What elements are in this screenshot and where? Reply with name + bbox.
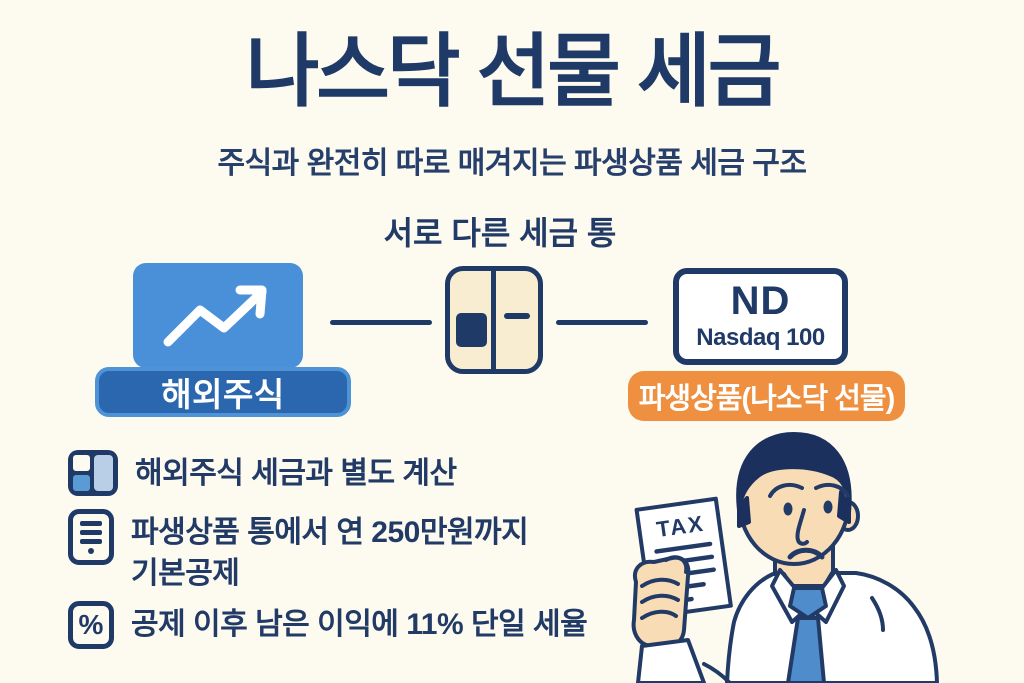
bullet-text: 공제 이후 남은 이익에 11% 단일 세율 (131, 608, 588, 641)
thumb (664, 555, 689, 574)
percent-icon: % (68, 601, 114, 649)
overseas-stock-label: 해외주식 (95, 367, 351, 417)
page-title: 나스닥 선물 세금 (245, 27, 782, 116)
bullet-item-separate-tax: 해외주식 세금과 별도 계산 (68, 450, 457, 496)
sideburn-right (837, 490, 851, 524)
bin-left-fill (456, 313, 487, 347)
layout-grid-icon (68, 450, 118, 496)
trending-up-icon (163, 285, 267, 346)
worried-man-illustration: TAX (631, 432, 939, 683)
derivatives-label: 파생상품(나소닥 선물) (628, 371, 905, 421)
bullet-item-basic-deduction: 파생상품 통에서 연 250만원까지 기본공제 (68, 509, 529, 595)
shirt-crease (870, 596, 885, 632)
bullet-text: 해외주식 세금과 별도 계산 (135, 457, 457, 490)
bin-divider (491, 271, 496, 369)
eye-left (783, 502, 793, 516)
bullet-text: 파생상품 통에서 연 250만원까지 기본공제 (131, 516, 529, 591)
eyebrow-right (814, 482, 850, 498)
tie-blade (786, 616, 826, 683)
tax-bins-icon (445, 266, 543, 374)
sleeve-cuff (636, 638, 706, 683)
connector-line-left (330, 320, 432, 325)
sleeve-edge (702, 662, 732, 683)
tie-knot (788, 586, 828, 620)
nasdaq-ticker: ND (730, 279, 791, 323)
overseas-stock-card (133, 263, 303, 368)
nasdaq-card: ND Nasdaq 100 (673, 268, 848, 365)
bin-right-dash (504, 313, 530, 319)
bullet-item-flat-tax-rate: % 공제 이후 남은 이익에 11% 단일 세율 (68, 601, 588, 649)
man-mouth (787, 547, 825, 560)
man-nose (795, 508, 809, 546)
sideburn-left (737, 496, 751, 528)
nasdaq-index-name: Nasdaq 100 (696, 324, 825, 351)
eye-right (823, 500, 833, 514)
eyebrow-left (768, 482, 804, 498)
diagram-caption: 서로 다른 세금 통 (383, 215, 617, 251)
document-list-icon (68, 509, 114, 565)
connector-line-right (556, 320, 648, 325)
page-subtitle: 주식과 완전히 따로 매겨지는 파생상품 세금 구조 (217, 147, 807, 180)
